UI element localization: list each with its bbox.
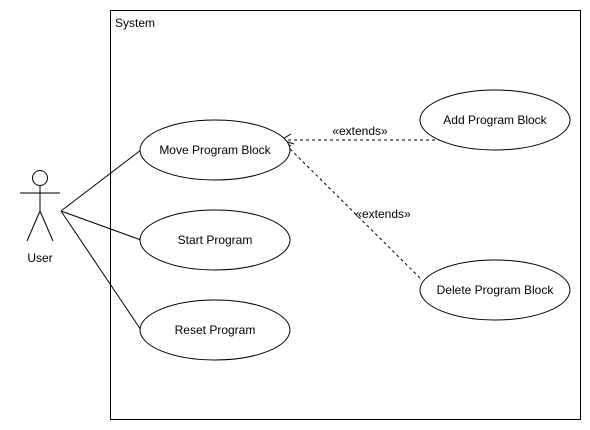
use-case-start-shape: [139, 209, 291, 271]
use-case-add-label: Add Program Block: [443, 113, 547, 127]
actor-label: User: [27, 251, 52, 265]
actor-user: [20, 170, 60, 242]
actor-head: [32, 170, 48, 186]
use-case-move-shape: [139, 119, 291, 181]
actor-left-leg: [26, 210, 41, 242]
association-reset: [60, 210, 142, 331]
extends-label-add: «extends»: [332, 124, 388, 138]
use-case-add: Add Program Block: [419, 89, 571, 151]
use-case-delete: Delete Program Block: [419, 259, 571, 321]
use-case-start-label: Start Program: [178, 233, 253, 247]
association-move: [60, 149, 142, 212]
use-case-move: Move Program Block: [139, 119, 291, 181]
use-case-delete-label: Delete Program Block: [437, 283, 555, 297]
use-case-reset-label: Reset Program: [175, 323, 256, 337]
use-case-move-label: Move Program Block: [159, 143, 271, 157]
system-label: System: [115, 16, 155, 30]
extends-label-delete: «extends»: [355, 207, 411, 221]
use-case-reset: Reset Program: [139, 299, 291, 361]
association-start: [60, 210, 142, 241]
use-case-add-shape: [419, 89, 571, 151]
use-case-delete-shape: [419, 259, 571, 321]
use-case-start: Start Program: [139, 209, 291, 271]
extends-line-delete: [280, 139, 421, 279]
use-case-reset-shape: [139, 299, 291, 361]
actor-right-leg: [39, 210, 54, 242]
